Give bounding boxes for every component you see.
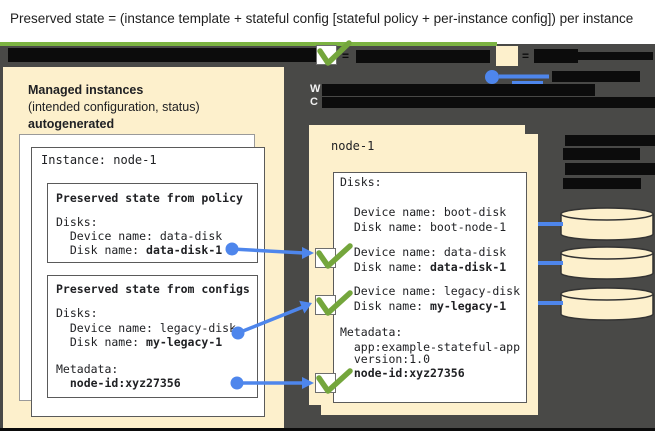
disks-label: Disks: [56, 215, 98, 229]
vm-state-card [333, 172, 527, 403]
redacted-bar [563, 148, 640, 160]
redacted-bar [565, 135, 655, 146]
autogenerated-label: autogenerated [28, 117, 115, 131]
disk-name-prefix: Disk name: [340, 299, 431, 313]
legend-checkbox [316, 45, 337, 65]
legend-equals: = [342, 49, 350, 63]
disk-cylinder-label: boot-node-1 [568, 220, 646, 234]
disk-name-value: data-disk-1 [430, 260, 507, 274]
disk-name-value: my-legacy-1 [146, 335, 223, 349]
redacted-bar [356, 50, 490, 63]
redacted-bar [534, 49, 578, 63]
diagram-title: Preserved state = (instance template + s… [10, 11, 634, 26]
redacted-bar [322, 84, 595, 96]
disk-cylinder-label: my-legacy-1 [568, 300, 646, 314]
device-name-line: Device name: legacy-disk [56, 321, 237, 335]
legend-stateful-config-swatch [496, 46, 518, 66]
legend-equals: = [522, 49, 530, 63]
disk-name-value: my-legacy-1 [430, 299, 507, 313]
disk-name-prefix: Disk name: [56, 335, 147, 349]
metadata-node-line: node-id:xyz27356 [340, 366, 465, 380]
metadata-version-line: version:1.0 [340, 352, 431, 366]
device-name-line: Device name: boot-disk [340, 205, 507, 219]
preserved-state-legend-line [0, 42, 497, 46]
redacted-bar [322, 97, 655, 108]
disk-name-line: Disk name: data-disk-1 [340, 260, 506, 274]
instance-card-title: Instance: node-1 [41, 153, 157, 167]
device-name-line: Device name: data-disk [56, 229, 223, 243]
disk-name-prefix: Disk name: [340, 260, 431, 274]
metadata-prefix [340, 366, 354, 380]
preserved-state-policy-box [47, 183, 258, 263]
configs-box-title: Preserved state from configs [56, 282, 250, 296]
device-name-line: Device name: data-disk [340, 245, 507, 259]
metadata-label: Metadata: [56, 362, 119, 376]
metadata-label: Metadata: [340, 325, 403, 339]
disk-name-line: Disk name: my-legacy-1 [56, 335, 222, 349]
preserved-checkbox-node-id [315, 373, 336, 393]
bottom-edge [0, 428, 655, 431]
redacted-bar [578, 52, 653, 60]
disk-name-line: Disk name: data-disk-1 [56, 243, 222, 257]
redacted-bar [565, 163, 655, 175]
metadata-value: node-id:xyz27356 [69, 376, 181, 390]
preserved-checkbox-legacy-disk [315, 295, 336, 315]
redacted-bar [8, 48, 318, 62]
disks-label: Disks: [56, 306, 98, 320]
disks-label: Disks: [340, 175, 382, 189]
preserved-checkbox-data-disk [315, 248, 336, 268]
disk-name-line: Disk name: boot-node-1 [340, 220, 507, 234]
disk-name-line: Disk name: my-legacy-1 [340, 299, 506, 313]
metadata-app-line: app:example-stateful-app [340, 340, 521, 354]
disk-name-prefix: Disk name: [56, 243, 147, 257]
metadata-value: node-id:xyz27356 [353, 366, 465, 380]
preserved-state-configs-box [47, 275, 258, 398]
metadata-line: node-id:xyz27356 [56, 376, 181, 390]
redacted-bar [563, 178, 641, 189]
vm-title: node-1 [331, 139, 375, 153]
disk-cylinder-label: data-disk-1 [568, 259, 646, 273]
disk-name-value: data-disk-1 [146, 243, 223, 257]
metadata-prefix [56, 376, 70, 390]
policy-box-title: Preserved state from policy [56, 191, 243, 205]
redacted-bar [552, 71, 640, 82]
managed-instances-heading: Managed instances [28, 83, 144, 97]
redacted-text-fragment: W [310, 83, 321, 95]
managed-instances-subheading: (intended configuration, status) [28, 100, 200, 114]
redacted-text-fragment: C [310, 96, 318, 108]
device-name-line: Device name: legacy-disk [340, 284, 521, 298]
